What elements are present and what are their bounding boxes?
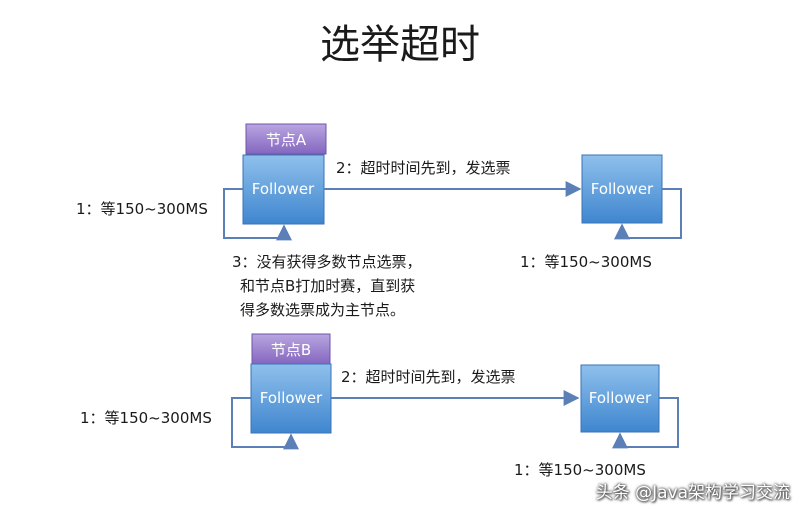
remote-follower-bottom [580,364,660,433]
node-a-follower-label: Follower [252,180,315,198]
split-vote-note-line-3: 得多数选票成为主节点。 [240,301,405,319]
node-b-tag-label: 节点B [271,341,311,359]
node-a-timeout-loop [223,188,292,241]
node-a-tag [245,123,327,155]
remote-follower-top [581,154,663,224]
remote-follower-bottom-label: Follower [589,389,652,407]
split-vote-note-line-1: 3：没有获得多数节点选票， [232,253,422,271]
remote-follower-top-timeout-label: 1：等150~300MS [520,253,652,271]
split-vote-note-line-2: 和节点B打加时赛，直到获 [240,277,415,295]
remote-follower-top-label: Follower [591,180,654,198]
node-a-follower [242,154,325,225]
remote-follower-bottom-timeout-label: 1：等150~300MS [514,461,646,479]
node-a-tag-label: 节点A [266,131,307,149]
scenario-bottom: 节点B Follower 2：超时时间先到，发选票 Follower 1：等15… [80,333,679,479]
watermark: 头条 @Java架构学习交流 [595,483,790,503]
vote-request-label-bottom: 2：超时时间先到，发选票 [341,368,516,386]
node-b-follower-label: Follower [260,389,323,407]
slide-title: 选举超时 [320,22,480,68]
node-b-follower [250,363,332,434]
node-b-timeout-label: 1：等150~300MS [80,409,212,427]
vote-request-label-top: 2：超时时间先到，发选票 [336,159,511,177]
scenario-top: 节点A Follower 2：超时时间先到，发选票 Follower 1：等15… [76,123,682,319]
node-a-timeout-label: 1：等150~300MS [76,200,208,218]
remote-follower-bottom-timeout-loop [612,397,679,449]
remote-follower-top-timeout-loop [614,188,682,240]
node-b-timeout-loop [231,397,299,450]
